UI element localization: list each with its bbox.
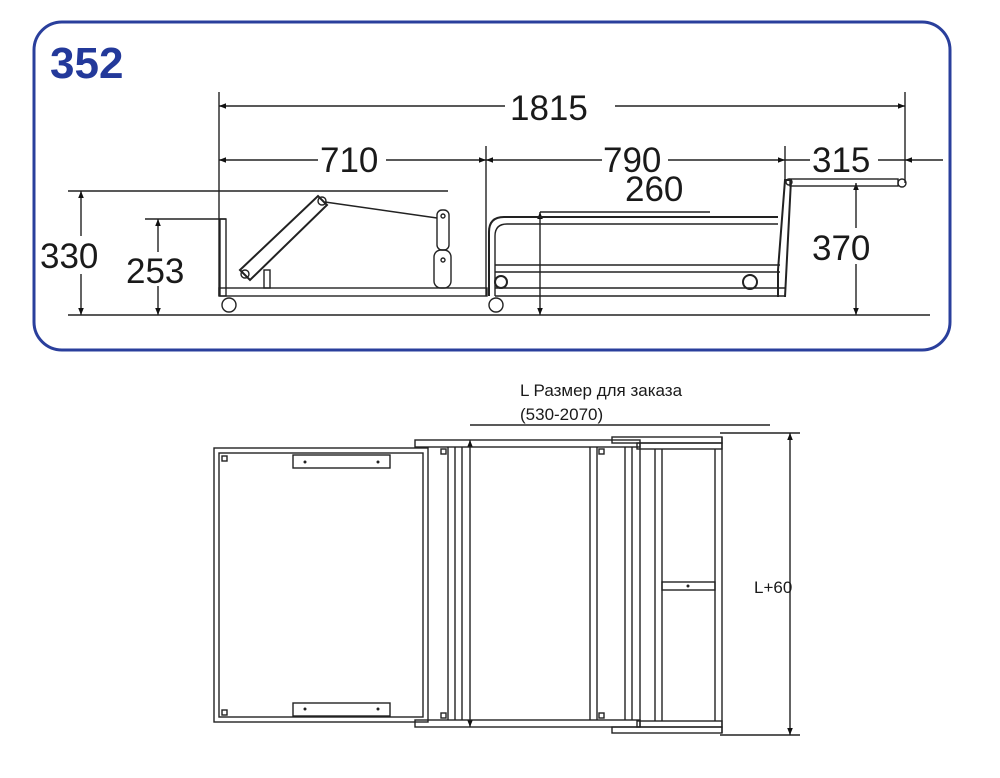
width-label: L+60: [754, 578, 792, 597]
dim-middle-height: 260: [625, 170, 683, 209]
model-number: 352: [50, 39, 123, 88]
dim-seat-section: 710: [320, 141, 378, 180]
dim-seat-height: 253: [126, 252, 184, 291]
order-size-label: L Размер для заказа: [520, 381, 683, 400]
dim-total-length: 1815: [510, 89, 588, 128]
dim-end-height: 370: [812, 229, 870, 268]
dim-end-section: 315: [812, 141, 870, 180]
top-view: L Размер для заказа (530-2070) L+60: [213, 381, 800, 736]
dim-middle-section: 790: [603, 141, 661, 180]
dim-back-height: 330: [40, 237, 98, 276]
order-size-range: (530-2070): [520, 405, 603, 424]
side-view-frame: [32, 20, 952, 352]
side-view: 1815 710 790 315 260 330 253 370: [40, 89, 943, 316]
